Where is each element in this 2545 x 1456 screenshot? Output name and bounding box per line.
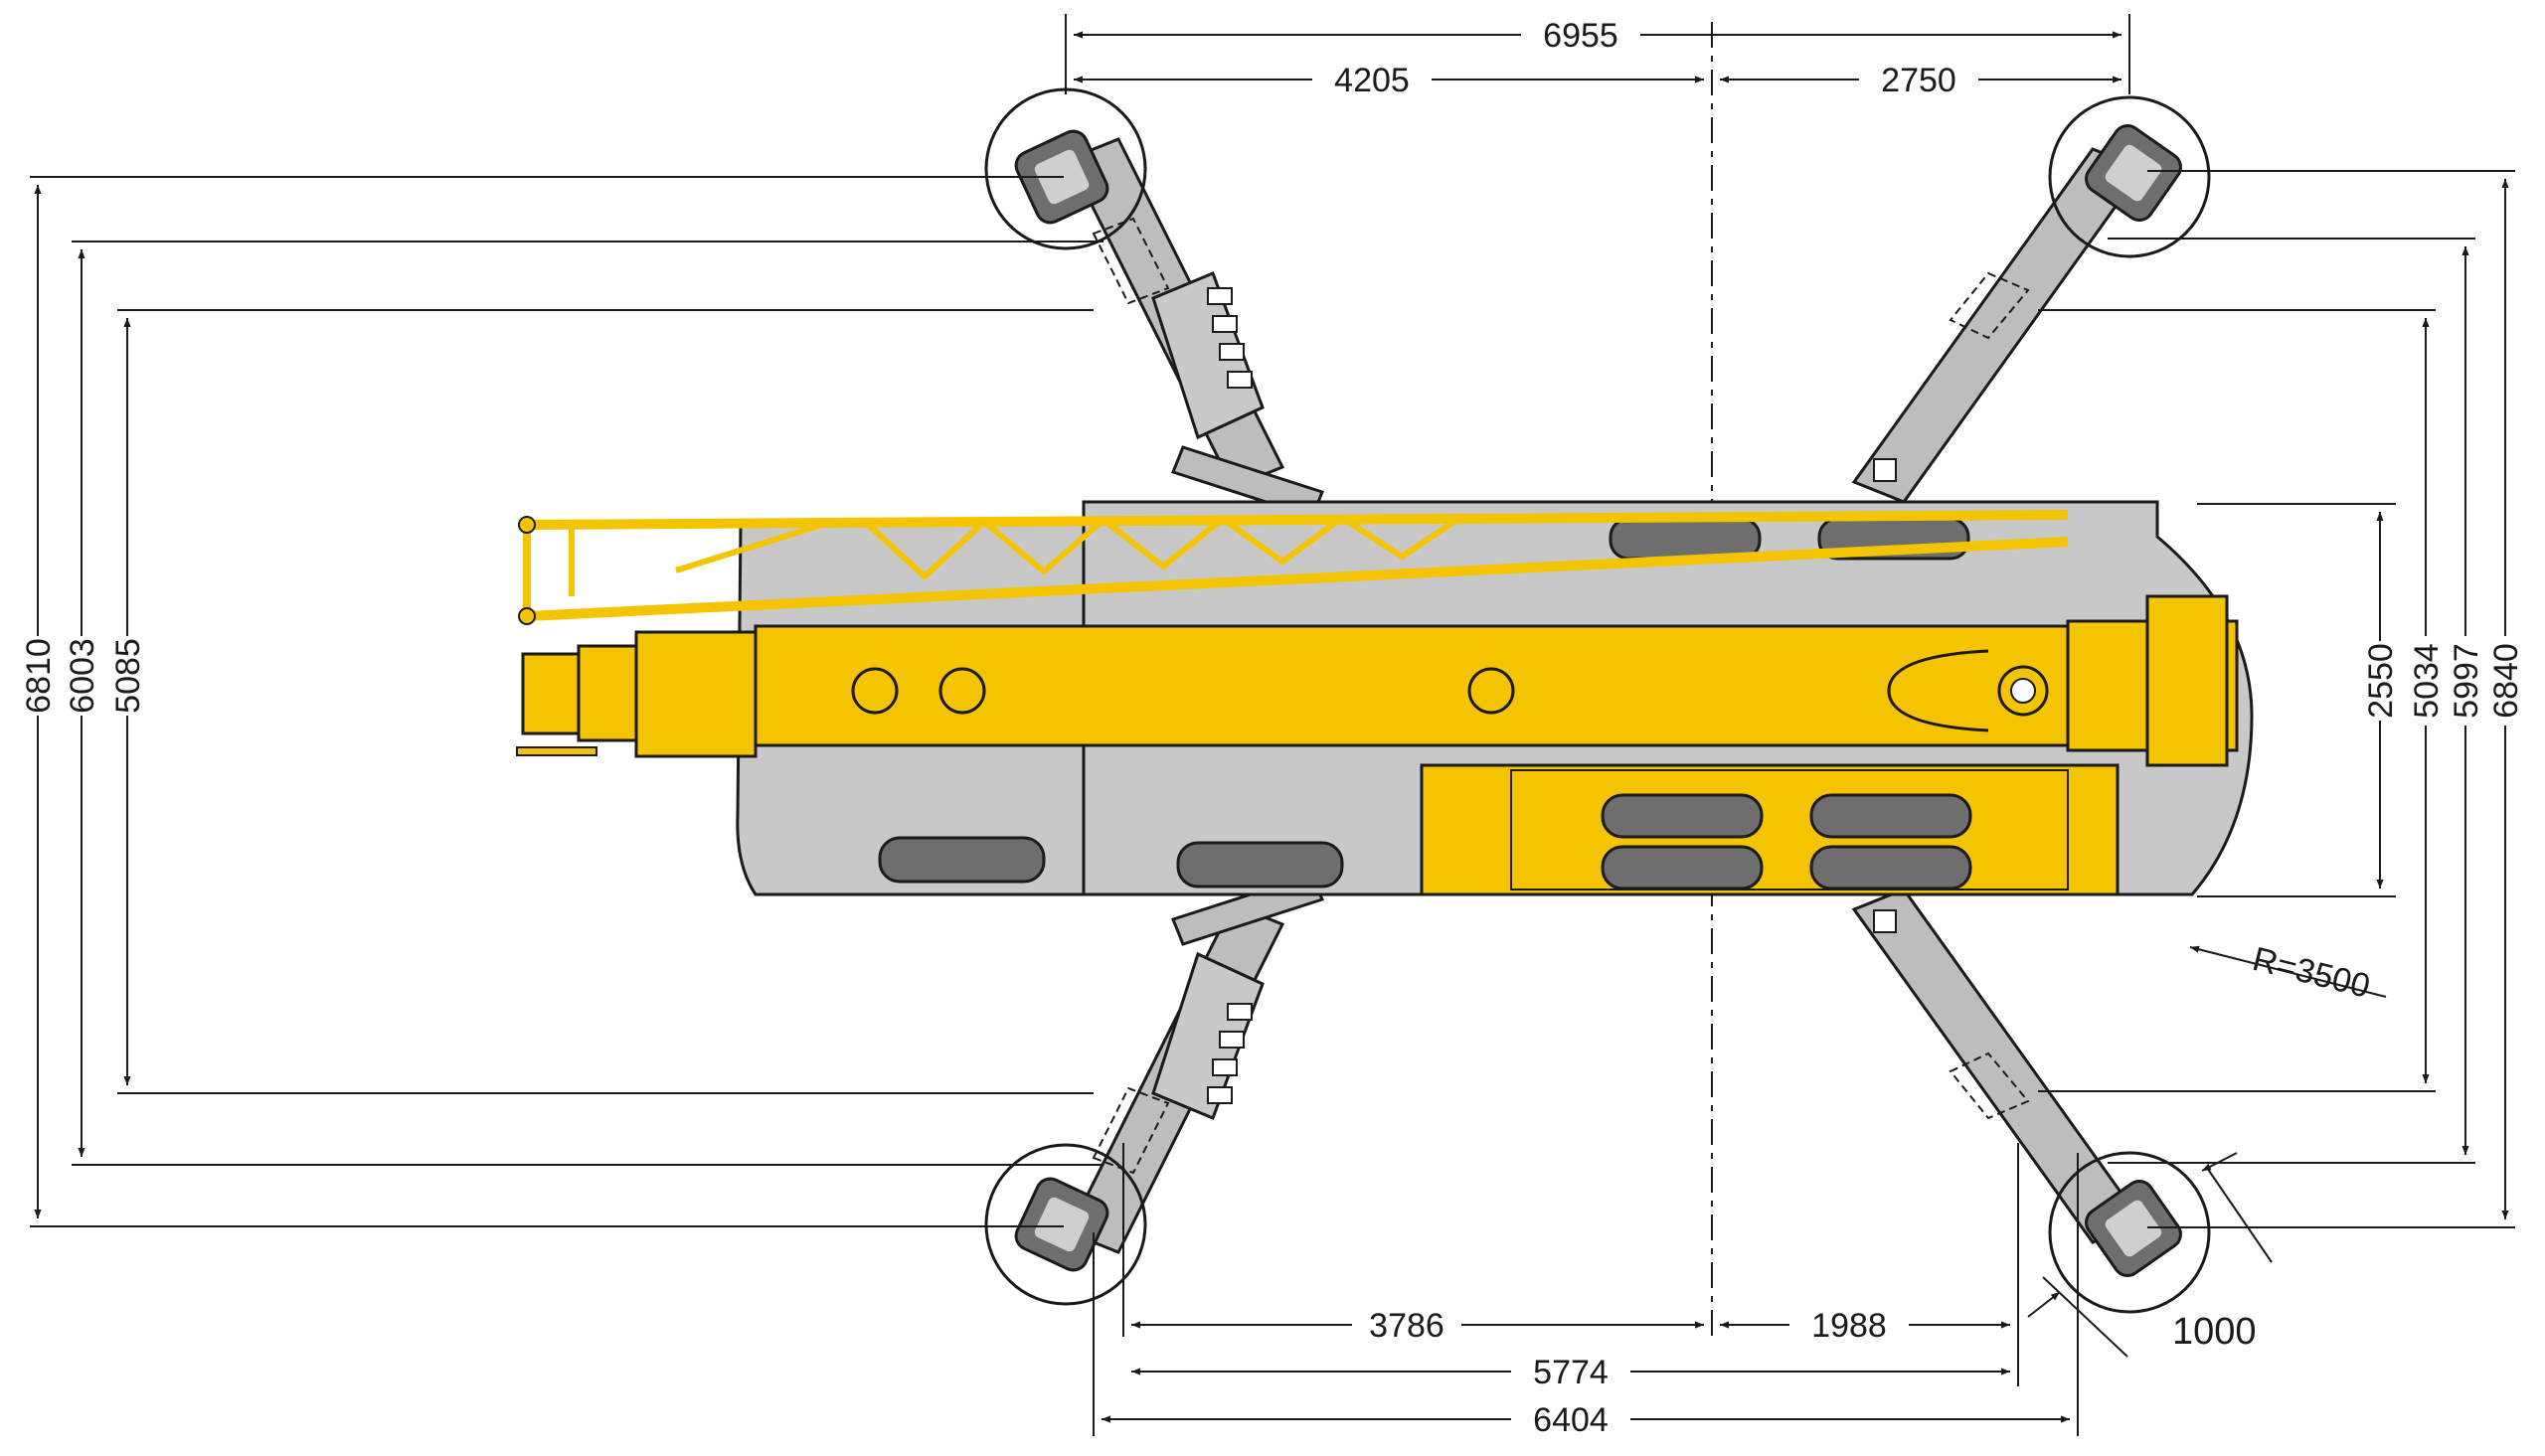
dim-top-right-span: 2750 xyxy=(1881,62,1956,99)
dim-right-inner: 2550 xyxy=(2362,643,2400,719)
dim-left-outer: 6810 xyxy=(20,638,58,714)
outrigger-rear-right xyxy=(1851,888,2145,1244)
telescopic-boom xyxy=(516,594,2239,767)
dim-bottom-right-span: 1988 xyxy=(1811,1307,1887,1345)
lattice-jib xyxy=(518,510,2069,625)
pad-size-label: 1000 xyxy=(2172,1311,2257,1353)
tail-radius-label: R=3500 xyxy=(2249,940,2374,1006)
dim-top-left-span: 4205 xyxy=(1334,62,1410,99)
top-dimension-lines xyxy=(1065,14,2130,94)
right-dimension-lines xyxy=(2038,170,2515,1228)
bottom-dimension-lines xyxy=(1093,1143,2079,1436)
tires xyxy=(878,517,1972,890)
dim-top-overall: 6955 xyxy=(1543,17,1618,55)
dim-right-outer: 6840 xyxy=(2487,643,2525,719)
dim-left-inner: 5085 xyxy=(109,638,147,714)
outrigger-pad-icon xyxy=(2048,1151,2211,1314)
dim-bottom-overall: 6404 xyxy=(1533,1401,1609,1439)
outrigger-pad-icon xyxy=(2048,95,2211,258)
outrigger-rear-left xyxy=(1066,873,1324,1254)
tail-radius-leader xyxy=(2189,945,2387,998)
dim-right-third: 5034 xyxy=(2408,643,2446,719)
pad-size-leaders xyxy=(2027,1152,2273,1358)
dim-left-middle: 6003 xyxy=(64,638,101,714)
outrigger-front-right xyxy=(1851,147,2145,504)
dim-bottom-middle-total: 5774 xyxy=(1533,1354,1609,1391)
left-dimension-lines xyxy=(30,176,1103,1227)
dim-right-second: 5997 xyxy=(2448,643,2485,719)
outrigger-pad-icon xyxy=(984,1143,1147,1306)
dim-bottom-left-span: 3786 xyxy=(1369,1307,1444,1345)
